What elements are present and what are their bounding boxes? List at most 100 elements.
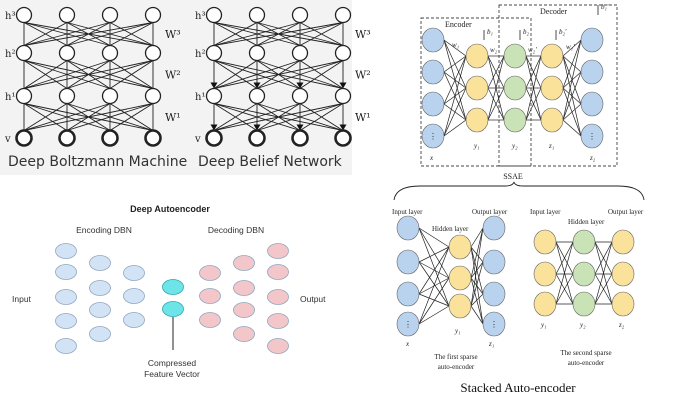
dbm-node — [58, 129, 76, 147]
ssae-z1-label: z₁ — [548, 142, 554, 150]
dae-node — [267, 264, 289, 280]
sae1-edge — [470, 305, 484, 325]
dbn-node — [248, 6, 266, 24]
sae2-edge — [594, 241, 613, 275]
sae2-y2-label: y₂ — [579, 321, 586, 329]
ssae-bias-label: b₂' — [559, 28, 567, 36]
ssae-edge — [443, 55, 467, 105]
sae1-node — [482, 249, 506, 275]
dbn-title: Deep Belief Network — [198, 154, 343, 170]
dae-node — [123, 265, 145, 281]
dae-node — [233, 280, 255, 296]
ssae-node — [540, 43, 564, 69]
ssae-edge — [525, 87, 542, 121]
ssae-bias-label: b₁' — [601, 3, 609, 11]
dbn-edge — [213, 103, 301, 131]
dbn-layer-label: v — [194, 134, 201, 145]
dae-input-label: Input — [12, 294, 32, 304]
ssae-node — [421, 27, 445, 53]
dae-node — [55, 243, 77, 259]
dbm-weight-label: W³ — [165, 28, 181, 41]
dbm-layer-label: h³ — [5, 11, 15, 22]
dbn-edge — [213, 22, 344, 46]
sae1-edge — [418, 227, 450, 279]
dbm-edge — [23, 22, 154, 46]
dae-node — [267, 243, 289, 259]
ssae-label: SSAE — [503, 172, 523, 181]
dbn-edge — [299, 60, 344, 89]
ssae-edge — [487, 55, 505, 121]
dbm-edge — [23, 103, 111, 131]
ssae-node — [580, 123, 604, 149]
ssae-node — [465, 75, 489, 101]
sae2-caption-line1: The second sparse — [560, 349, 611, 357]
dbn-node — [291, 87, 309, 105]
sae1-x-label: x — [405, 340, 410, 348]
dbn-edge — [213, 22, 301, 46]
encoder-label: Encoder — [445, 20, 472, 29]
dbm-node — [144, 129, 162, 147]
ssae-node — [503, 43, 527, 69]
dbm-layer-label: h² — [5, 49, 15, 60]
dbm-edge — [66, 22, 154, 46]
sae1-z1-label: z₁ — [488, 340, 494, 348]
ssae-node — [421, 91, 445, 117]
sae1-edge — [470, 227, 484, 279]
ssae-node — [580, 27, 604, 53]
top-left-panel-bg — [0, 0, 352, 175]
ssae-edge — [562, 119, 582, 137]
dbm-node — [58, 44, 76, 62]
sae2-z2-label: z₂ — [618, 321, 625, 329]
dae-node — [233, 326, 255, 342]
dbm-node — [101, 6, 119, 24]
sae1-edge — [470, 293, 484, 307]
dae-node — [233, 302, 255, 318]
ssae-x-label: x — [429, 154, 434, 162]
dbn-node — [334, 129, 352, 147]
ssae-node-ellipsis: ⋮ — [588, 132, 596, 141]
sae2-hidden-layer-label: Hidden layer — [568, 218, 605, 226]
dbn-edge — [213, 60, 344, 89]
sae1-node — [396, 311, 420, 337]
dbn-node — [334, 44, 352, 62]
dbm-node — [58, 6, 76, 24]
sae1-edge — [470, 227, 484, 248]
sae2-edge — [594, 273, 613, 305]
dbm-edge — [23, 103, 68, 131]
dbn-arrow-head — [339, 124, 347, 131]
dbn-arrow-head — [296, 82, 304, 89]
dae-node — [267, 289, 289, 305]
dbm-node — [15, 129, 33, 147]
sae1-edge — [418, 246, 450, 263]
dbm-weight-label: W¹ — [165, 111, 181, 124]
ssae-edge — [562, 39, 582, 57]
decoder-box — [498, 4, 618, 167]
ssae-node — [580, 59, 604, 85]
dbn-arrow-head — [339, 82, 347, 89]
sae1-y1-label: y₁ — [454, 327, 461, 335]
sae2-edge — [555, 273, 574, 305]
dbn-edge — [213, 103, 258, 131]
compressed-feature-node — [162, 279, 184, 295]
ssae-edge — [525, 55, 542, 89]
dbm-node — [144, 44, 162, 62]
sae2-node — [572, 261, 596, 287]
sae1-output-layer-label: Output layer — [472, 208, 508, 216]
dae-node — [55, 338, 77, 354]
dbm-layer-label: h¹ — [5, 92, 15, 103]
compressed-label-line1: Compressed — [148, 358, 196, 368]
dbn-edge — [299, 103, 344, 131]
dae-title: Deep Autoencoder — [130, 204, 210, 214]
sae1-node — [396, 215, 420, 241]
dae-node — [199, 265, 221, 281]
ssae-w2-label: w₂ — [490, 46, 498, 54]
sae1-node — [448, 265, 472, 291]
dbm-node — [101, 87, 119, 105]
dbn-weight-label: W² — [355, 69, 371, 82]
dbn-layer-label: h¹ — [195, 92, 205, 103]
dae-node — [267, 338, 289, 354]
dbm-title: Deep Boltzmann Machine — [8, 154, 187, 170]
dbn-node — [248, 129, 266, 147]
ssae-edge — [525, 55, 542, 121]
